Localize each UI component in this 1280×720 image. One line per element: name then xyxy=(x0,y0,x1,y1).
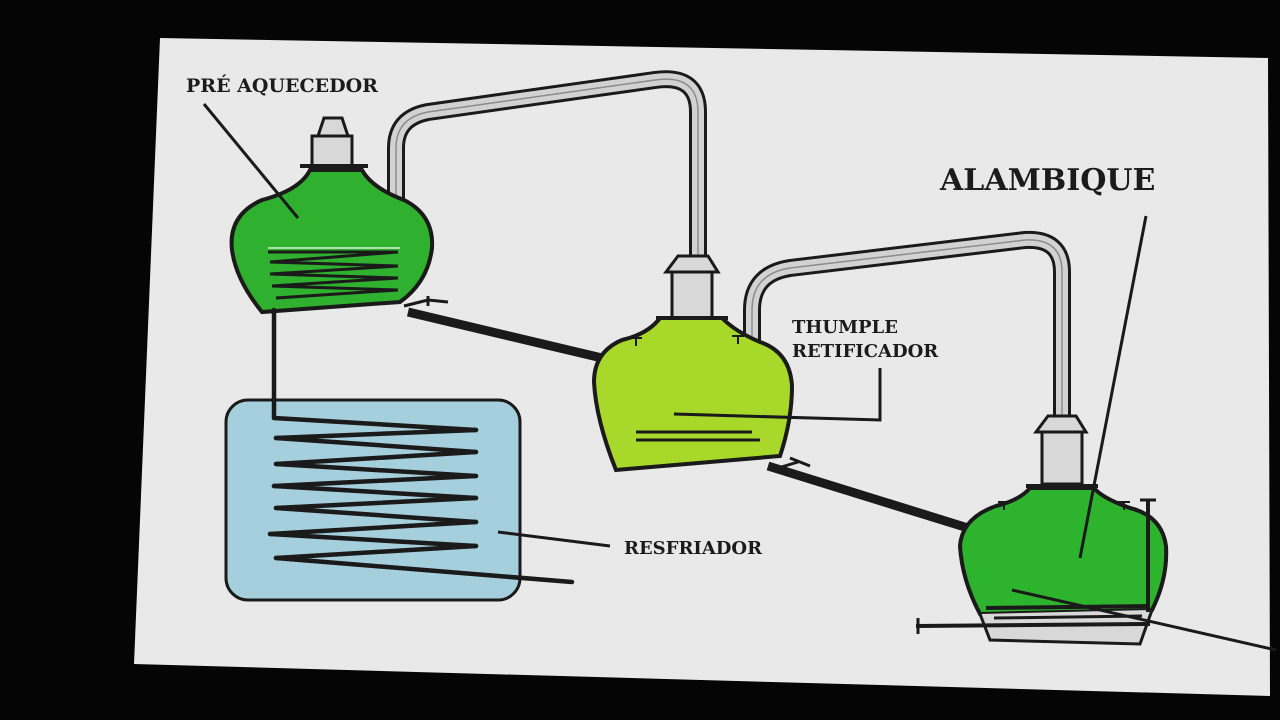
cooler-coil xyxy=(267,307,575,585)
alembic-vessel xyxy=(915,414,1169,646)
preheater-coil xyxy=(268,250,399,300)
preheater-vessel xyxy=(229,116,449,315)
liquid-line-preheater-to-thumper xyxy=(406,307,604,363)
vapor-pipe-alembic-to-thumper xyxy=(743,230,1071,440)
liquid-line-thumper-to-alembic xyxy=(766,461,970,533)
label-thumper-line2: RETIFICADOR xyxy=(792,341,939,362)
vapor-pipe-preheater-to-thumper xyxy=(387,70,707,262)
leader-cooler xyxy=(497,530,611,548)
leader-preheater xyxy=(202,103,300,219)
leader-thumper xyxy=(673,368,882,422)
label-thumper-line1: THUMPLE xyxy=(792,317,898,338)
label-cooler: RESFRIADOR xyxy=(624,538,763,559)
thumper-vessel xyxy=(591,254,811,473)
label-preheater: PRÉ AQUECEDOR xyxy=(186,74,378,97)
leader-alembic xyxy=(1078,215,1148,559)
outlet-pointer xyxy=(1011,588,1277,652)
label-alembic: ALAMBIQUE xyxy=(939,163,1155,198)
